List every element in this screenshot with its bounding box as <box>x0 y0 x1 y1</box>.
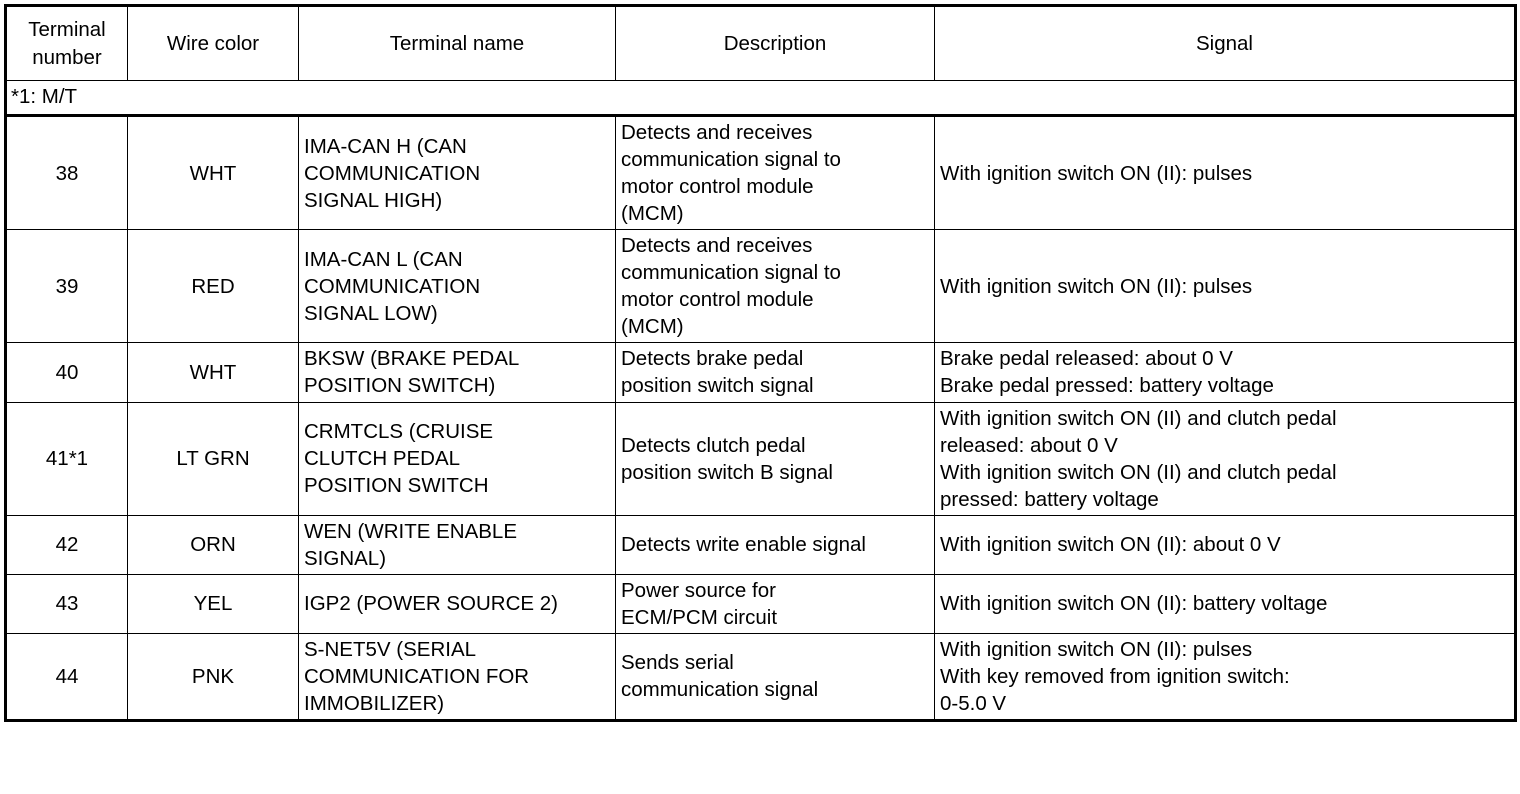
cell-description: Detects brake pedal position switch sign… <box>615 342 935 403</box>
cell-description: Power source for ECM/PCM circuit <box>615 573 935 634</box>
cell-description: Detects clutch pedal position switch B s… <box>615 401 935 516</box>
cell-signal: With ignition switch ON (II): battery vo… <box>934 573 1516 634</box>
cell-terminal-name: CRMTCLS (CRUISE CLUTCH PEDAL POSITION SW… <box>298 401 616 516</box>
cell-wire-color: YEL <box>127 573 299 634</box>
cell-terminal-number: 43 <box>5 573 128 634</box>
column-header-signal: Signal <box>934 5 1516 81</box>
cell-terminal-number: 42 <box>5 514 128 575</box>
cell-description: Detects write enable signal <box>615 514 935 575</box>
footnote-text: *1: M/T <box>5 79 1516 118</box>
cell-signal: With ignition switch ON (II) and clutch … <box>934 401 1516 516</box>
cell-terminal-name: BKSW (BRAKE PEDAL POSITION SWITCH) <box>298 342 616 403</box>
cell-description: Sends serial communication signal <box>615 632 935 723</box>
column-header-terminal-name: Terminal name <box>298 5 616 81</box>
cell-terminal-name: IGP2 (POWER SOURCE 2) <box>298 573 616 634</box>
cell-description: Detects and receives communication signa… <box>615 115 935 231</box>
cell-wire-color: ORN <box>127 514 299 575</box>
column-header-description: Description <box>615 5 935 81</box>
cell-signal: With ignition switch ON (II): pulses <box>934 229 1516 344</box>
ecm-pcm-terminal-table: Terminal number Wire color Terminal name… <box>4 4 1517 723</box>
cell-terminal-number: 44 <box>5 632 128 723</box>
cell-wire-color: RED <box>127 229 299 344</box>
cell-terminal-name: IMA-CAN L (CAN COMMUNICATION SIGNAL LOW) <box>298 229 616 344</box>
footnote-row: *1: M/T <box>5 79 1516 118</box>
cell-signal: Brake pedal released: about 0 V Brake pe… <box>934 342 1516 403</box>
column-header-terminal-number: Terminal number <box>5 5 128 81</box>
cell-wire-color: WHT <box>127 115 299 231</box>
cell-terminal-name: WEN (WRITE ENABLE SIGNAL) <box>298 514 616 575</box>
cell-wire-color: WHT <box>127 342 299 403</box>
cell-description: Detects and receives communication signa… <box>615 229 935 344</box>
column-header-wire-color: Wire color <box>127 5 299 81</box>
cell-terminal-number: 38 <box>5 115 128 231</box>
cell-terminal-number: 39 <box>5 229 128 344</box>
cell-terminal-number: 41*1 <box>5 401 128 516</box>
cell-wire-color: PNK <box>127 632 299 723</box>
cell-signal: With ignition switch ON (II): about 0 V <box>934 514 1516 575</box>
cell-terminal-name: S-NET5V (SERIAL COMMUNICATION FOR IMMOBI… <box>298 632 616 723</box>
cell-terminal-name: IMA-CAN H (CAN COMMUNICATION SIGNAL HIGH… <box>298 115 616 231</box>
cell-signal: With ignition switch ON (II): pulses <box>934 115 1516 231</box>
cell-signal: With ignition switch ON (II): pulses Wit… <box>934 632 1516 723</box>
cell-terminal-number: 40 <box>5 342 128 403</box>
table-header: Terminal number Wire color Terminal name… <box>5 5 1516 118</box>
cell-wire-color: LT GRN <box>127 401 299 516</box>
